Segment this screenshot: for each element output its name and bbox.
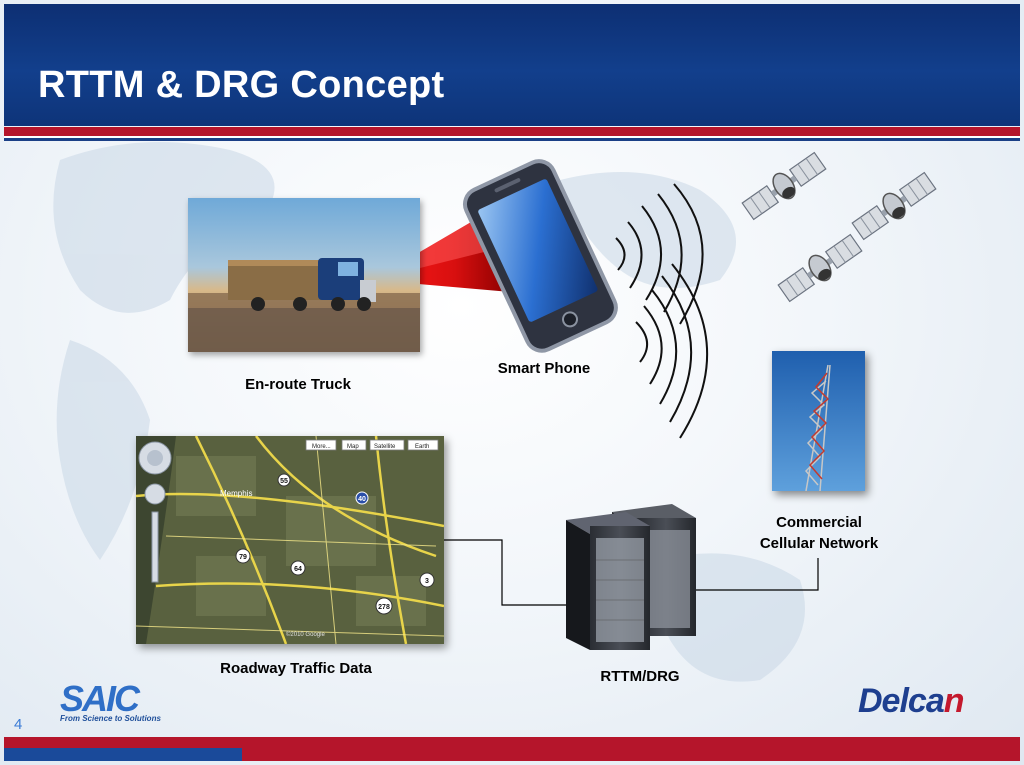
cell-tower-photo: [772, 351, 865, 491]
map-shield-3: 3: [425, 578, 429, 585]
saic-logo: SAIC From Science to Solutions: [58, 678, 161, 724]
server-cellular-connector: [696, 558, 819, 591]
map-label: Roadway Traffic Data: [220, 660, 372, 677]
map-button-more[interactable]: More...: [312, 444, 331, 450]
cell-tower-image: [772, 351, 865, 491]
header-bar: [4, 4, 1020, 126]
footer-blue-band: [4, 748, 242, 761]
map-button-satellite[interactable]: Satellite: [374, 444, 396, 450]
map-shield-55: 55: [280, 478, 288, 485]
map-button-map[interactable]: Map: [347, 444, 359, 450]
phone-label: Smart Phone: [497, 360, 591, 377]
map-control[interactable]: [138, 441, 172, 583]
server-label: RTTM/DRG: [600, 668, 680, 685]
cellular-label-line2: Cellular Network: [759, 535, 879, 552]
map-shield-278: 278: [378, 604, 390, 611]
page-number: 4: [14, 716, 23, 733]
header-red-band: [4, 127, 1020, 136]
map-shield-40: 40: [358, 496, 366, 503]
delcan-wordmark: Delcan: [858, 682, 965, 720]
cellular-label-line1: Commercial: [776, 514, 862, 531]
map-city-label: Memphis: [220, 489, 252, 498]
map-shield-79: 79: [239, 554, 247, 561]
traffic-map[interactable]: More... Map Satellite Earth Memphis 79 6…: [136, 436, 444, 644]
slide-title: RTTM & DRG Concept: [38, 64, 445, 106]
map-copyright: ©2010 Google: [286, 631, 325, 638]
truck-label: En-route Truck: [245, 376, 351, 393]
map-image: More... Map Satellite Earth Memphis 79 6…: [136, 436, 444, 644]
footer-red-band-lower: [242, 748, 1020, 761]
truck-image: [188, 198, 420, 352]
delcan-logo: Delcan: [854, 682, 1002, 724]
map-shield-64: 64: [294, 566, 302, 573]
header-blue-band: [4, 138, 1020, 141]
footer-red-band: [4, 737, 1020, 748]
saic-wordmark: SAIC: [60, 678, 140, 719]
header-white-band: [4, 136, 1020, 138]
truck-photo: [188, 198, 420, 352]
map-type-buttons[interactable]: [305, 439, 439, 451]
saic-tagline: From Science to Solutions: [60, 714, 161, 723]
map-server-connector: [444, 539, 566, 606]
map-button-earth[interactable]: Earth: [415, 444, 429, 450]
